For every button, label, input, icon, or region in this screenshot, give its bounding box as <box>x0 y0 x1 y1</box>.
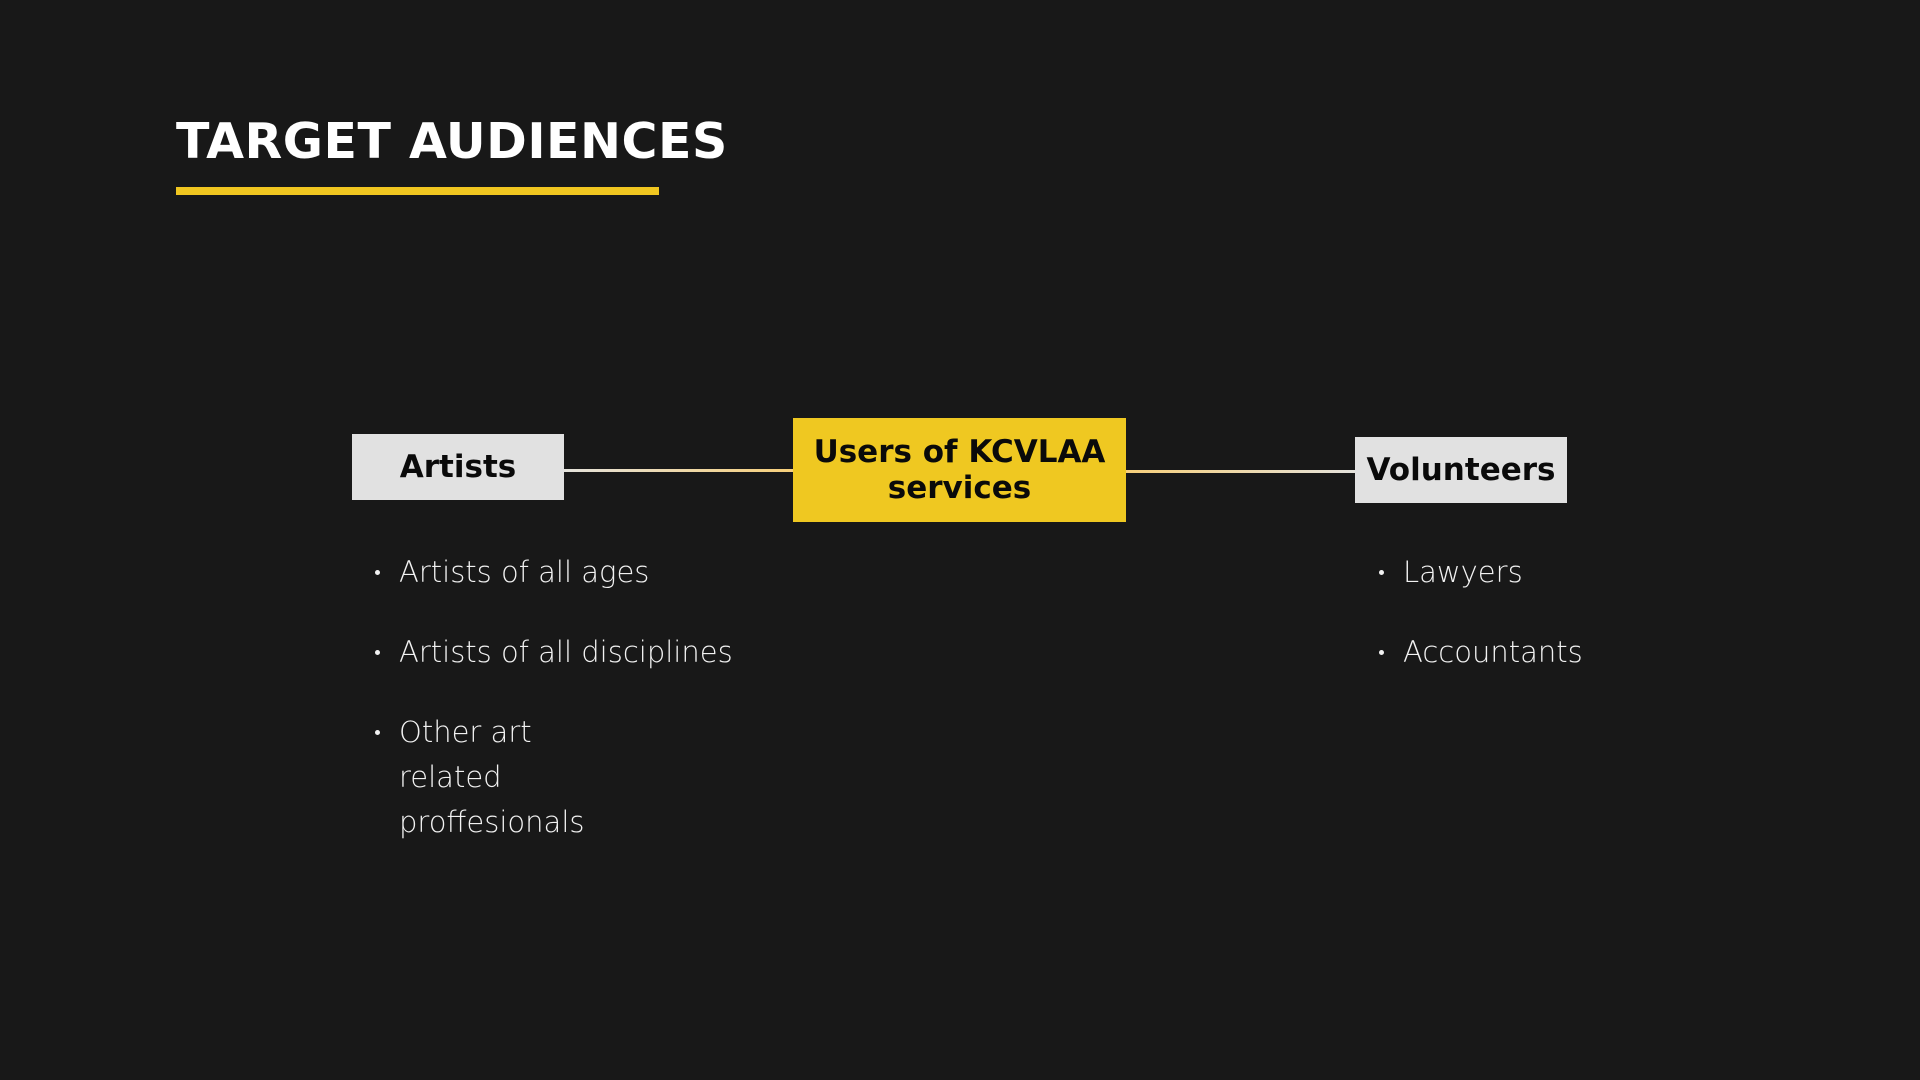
list-item: Artists of all ages <box>375 550 739 595</box>
bullet-icon <box>375 650 380 655</box>
artists-node: Artists <box>352 434 564 500</box>
volunteers-list: Lawyers Accountants <box>1379 550 1703 710</box>
list-item: Other art related proffesionals <box>375 710 609 845</box>
list-item: Accountants <box>1379 630 1703 675</box>
list-item-text: Lawyers <box>1403 555 1523 589</box>
list-item: Artists of all disciplines <box>375 630 739 675</box>
artists-list: Artists of all ages Artists of all disci… <box>375 550 739 880</box>
bullet-icon <box>375 570 380 575</box>
list-item-text: Other art related proffesionals <box>399 715 585 839</box>
list-item-text: Accountants <box>1403 635 1583 669</box>
list-item-text: Artists of all ages <box>399 555 650 589</box>
bullet-icon <box>1379 650 1384 655</box>
list-item: Lawyers <box>1379 550 1703 595</box>
slide-title: TARGET AUDIENCES <box>176 113 728 170</box>
connector-artists-center <box>564 469 793 472</box>
center-node-label: Users of KCVLAA services <box>813 434 1106 506</box>
title-underline <box>176 187 659 195</box>
volunteers-node-label: Volunteers <box>1366 452 1556 488</box>
center-node: Users of KCVLAA services <box>793 418 1126 522</box>
artists-node-label: Artists <box>399 449 517 485</box>
volunteers-node: Volunteers <box>1355 437 1567 503</box>
connector-center-volunteers <box>1126 470 1355 473</box>
bullet-icon <box>375 730 380 735</box>
list-item-text: Artists of all disciplines <box>399 635 733 669</box>
bullet-icon <box>1379 570 1384 575</box>
